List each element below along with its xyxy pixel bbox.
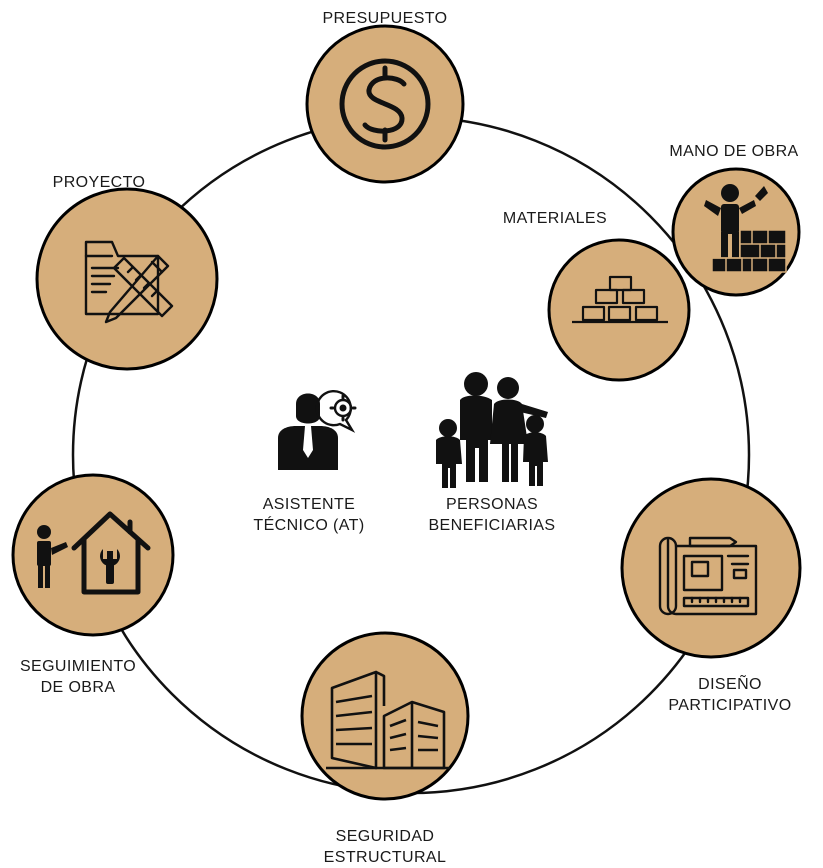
- label-diseno-line2: PARTICIPATIVO: [668, 697, 792, 714]
- label-mano-de-obra: MANO DE OBRA: [648, 141, 820, 162]
- label-seguridad-line1: SEGURIDAD: [335, 828, 435, 845]
- node-presupuesto: [305, 24, 465, 184]
- label-proyecto: PROYECTO: [24, 172, 174, 193]
- label-seguimiento: SEGUIMIENTO DE OBRA: [0, 656, 156, 698]
- label-asistente: ASISTENTE TÉCNICO (AT): [224, 494, 394, 536]
- label-personas: PERSONAS BENEFICIARIAS: [402, 494, 582, 536]
- label-asistente-line1: ASISTENTE: [262, 496, 356, 513]
- technician-gear-icon: [278, 390, 357, 470]
- node-diseno: [620, 477, 802, 659]
- label-materiales: MATERIALES: [480, 208, 630, 229]
- dollar-coin-icon: [339, 58, 431, 150]
- folder-tools-icon: [84, 240, 174, 324]
- family-icon: [436, 372, 548, 488]
- bricklayer-icon: [704, 184, 787, 273]
- label-seguimiento-line1: SEGUIMIENTO: [19, 658, 137, 675]
- buildings-icon: [326, 670, 450, 770]
- node-mano-de-obra: [671, 167, 801, 297]
- label-seguimiento-line2: DE OBRA: [40, 679, 116, 696]
- label-presupuesto-text: PRESUPUESTO: [322, 10, 448, 27]
- label-personas-line1: PERSONAS: [445, 496, 539, 513]
- label-asistente-line2: TÉCNICO (AT): [253, 517, 365, 534]
- label-materiales-text: MATERIALES: [502, 210, 608, 227]
- node-seguimiento: [11, 473, 175, 637]
- house-repair-icon: [37, 511, 151, 595]
- node-proyecto: [35, 187, 219, 371]
- blueprint-icon: [658, 536, 758, 616]
- label-seguridad: SEGURIDAD ESTRUCTURAL: [300, 826, 470, 868]
- label-presupuesto: PRESUPUESTO: [300, 8, 470, 29]
- label-personas-line2: BENEFICIARIAS: [428, 517, 556, 534]
- label-proyecto-text: PROYECTO: [52, 174, 146, 191]
- node-materiales: [547, 238, 691, 382]
- node-seguridad: [300, 631, 470, 801]
- label-diseno: DISEÑO PARTICIPATIVO: [640, 674, 820, 716]
- label-seguridad-line2: ESTRUCTURAL: [323, 849, 447, 866]
- label-mano-de-obra-text: MANO DE OBRA: [669, 143, 799, 160]
- label-diseno-line1: DISEÑO: [698, 676, 762, 693]
- brick-stack-icon: [572, 275, 668, 324]
